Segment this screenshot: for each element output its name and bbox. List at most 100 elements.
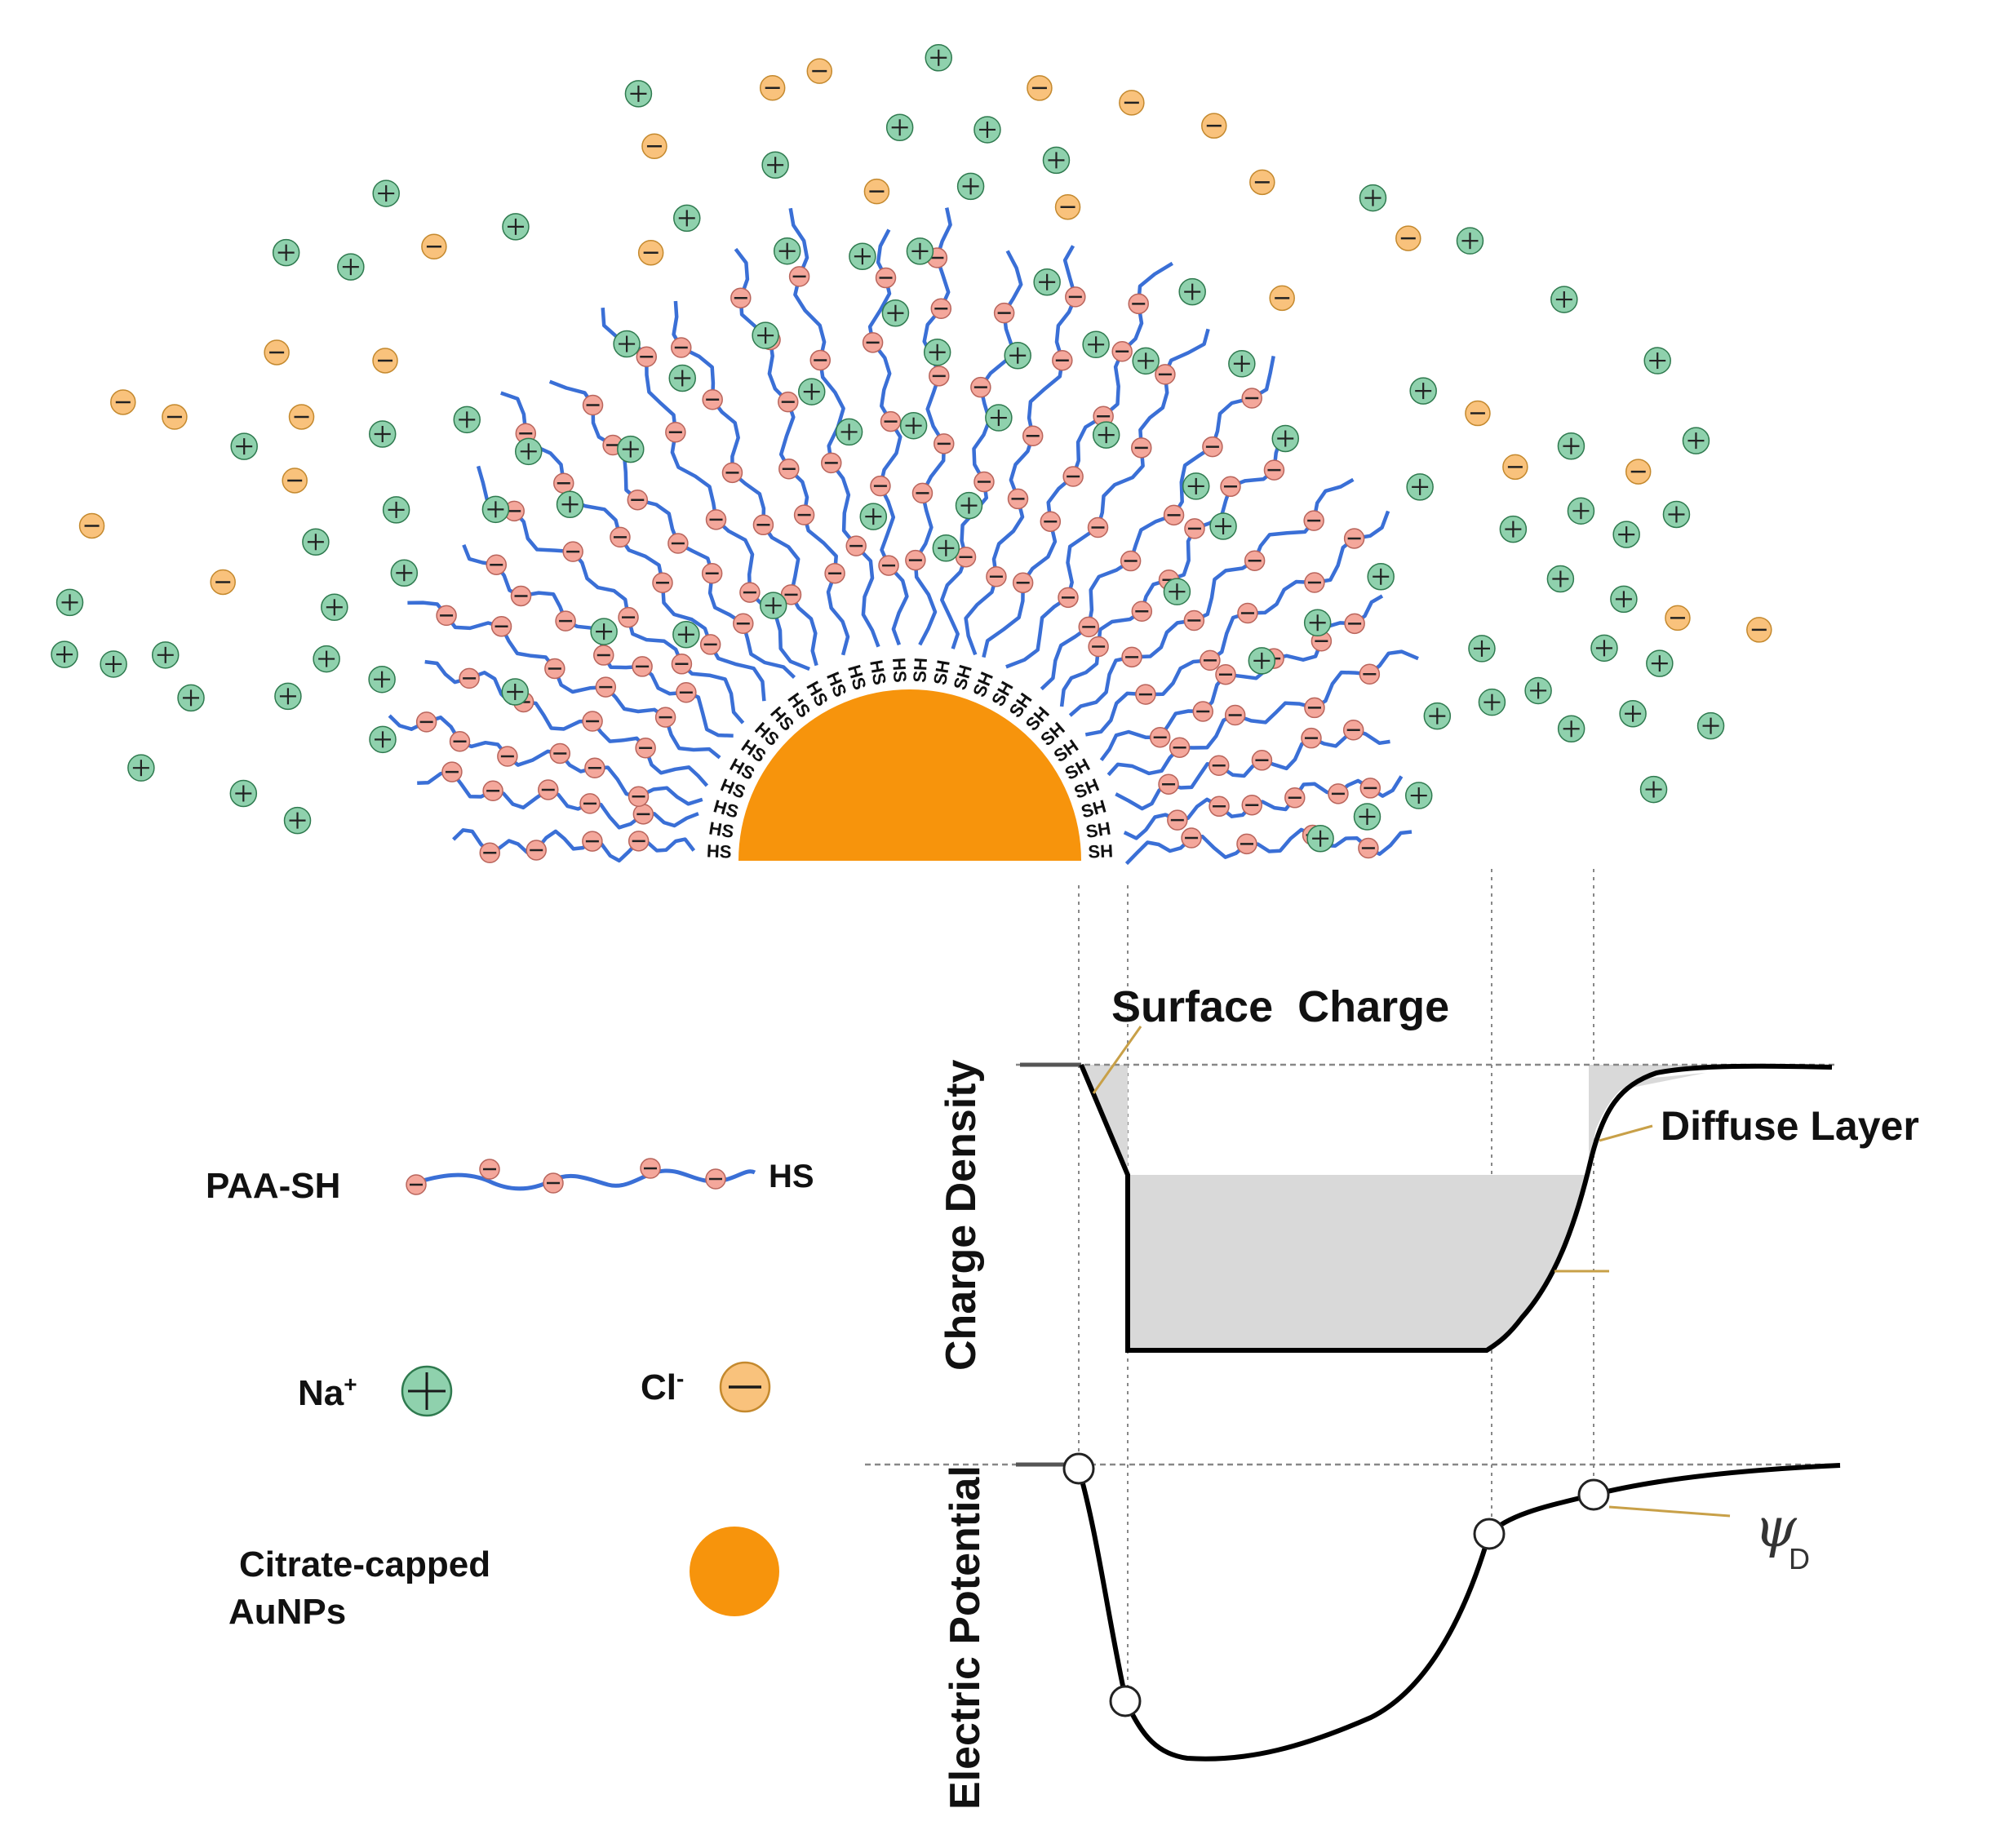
sodium-ion-icon	[1248, 647, 1276, 675]
carboxylate-icon	[1121, 646, 1142, 668]
carboxylate-icon	[1220, 476, 1241, 498]
legend-au-label-line1: Citrate-capped	[239, 1544, 490, 1584]
carboxylate-icon	[1342, 720, 1364, 741]
carboxylate-icon	[1088, 636, 1109, 658]
sodium-ion-icon	[368, 420, 397, 448]
sodium-ion-icon	[230, 432, 258, 460]
potential-marker	[1109, 1685, 1142, 1717]
sodium-ion-icon	[1639, 775, 1668, 804]
chloride-ion-icon	[78, 512, 105, 539]
paa-chain	[964, 245, 1078, 656]
chloride-ion-icon	[1746, 617, 1772, 643]
carboxylate-icon	[699, 634, 721, 655]
carboxylate-icon	[490, 616, 512, 637]
carboxylate-icon	[628, 786, 650, 808]
carboxylate-icon	[627, 489, 649, 511]
carboxylate-icon	[1224, 704, 1246, 726]
potential-marker	[1062, 1452, 1095, 1485]
chloride-ion-icon	[421, 233, 447, 260]
thiol-label: SH	[1088, 840, 1114, 862]
carboxylate-icon	[778, 459, 800, 480]
carboxylate-icon	[911, 482, 934, 504]
legend-na-label: Na+	[298, 1372, 357, 1413]
carboxylate-icon	[973, 471, 995, 493]
carboxylate-icon	[436, 605, 457, 627]
carboxylate-icon	[595, 676, 617, 698]
sodium-ion-icon	[151, 641, 180, 669]
sodium-ion-icon	[1042, 146, 1071, 175]
chloride-ion-icon	[1502, 454, 1528, 481]
carboxylate-icon	[809, 349, 831, 371]
chloride-ion-icon	[210, 569, 236, 596]
paa-chain	[548, 379, 796, 680]
carboxylate-icon	[1301, 727, 1322, 749]
sodium-ion-icon	[1468, 635, 1496, 663]
sodium-ion-icon	[1610, 585, 1638, 614]
carboxylate-icon	[1344, 613, 1365, 635]
thiol-label: HS	[866, 658, 890, 686]
diffuse-layer-shade-2	[1591, 1064, 1836, 1142]
carboxylate-icon	[510, 585, 532, 607]
carboxylate-icon	[878, 555, 899, 576]
paa-chain	[388, 714, 703, 806]
sodium-ion-icon	[1404, 782, 1433, 809]
carboxylate-icon	[1078, 616, 1100, 638]
chloride-ion-icon	[1665, 605, 1691, 632]
chloride-ion-icon	[1119, 90, 1145, 116]
carboxylate-icon	[1237, 602, 1258, 624]
carboxylate-icon	[618, 606, 639, 628]
legend-paa-chain	[414, 1168, 756, 1191]
carboxylate-icon	[449, 731, 471, 752]
sodium-ion-icon	[302, 528, 330, 556]
sodium-ion-icon	[761, 151, 789, 179]
sodium-ion-icon	[283, 806, 312, 835]
carboxylate-icon	[1158, 773, 1179, 795]
carboxylate-icon	[579, 793, 601, 814]
chloride-ion-icon	[110, 389, 136, 415]
charge-density-axis-label: Charge Density	[938, 1059, 985, 1371]
carboxylate-icon	[1163, 504, 1185, 526]
carboxylate-icon	[875, 267, 897, 289]
carboxylate-layer	[415, 247, 1381, 864]
sodium-ion-icon	[672, 620, 700, 649]
legend-cl-icon	[719, 1361, 771, 1413]
sodium-ion-icon	[1662, 500, 1691, 529]
sodium-ion-icon	[100, 650, 127, 678]
carboxylate-icon	[870, 475, 891, 497]
chloride-ion-icon	[863, 178, 890, 205]
carboxylate-icon	[1128, 293, 1149, 315]
carboxylate-icon	[1093, 405, 1114, 428]
sodium-ion-icon	[624, 80, 653, 108]
thiol-label: HS	[889, 657, 911, 683]
carboxylate-icon	[1184, 518, 1205, 539]
sodium-ion-icon	[55, 588, 84, 617]
carboxylate-icon	[667, 533, 689, 554]
chloride-ion-icon	[1054, 193, 1081, 220]
paa-chain	[417, 769, 699, 830]
sodium-ion-icon	[1178, 277, 1206, 306]
carboxylate-icon	[1200, 649, 1221, 671]
carboxylate-icon	[705, 509, 727, 530]
sodium-ion-icon	[502, 213, 530, 241]
carboxylate-icon	[793, 504, 815, 525]
sodium-ion-icon	[1456, 227, 1484, 255]
carboxylate-icon	[986, 566, 1007, 587]
carboxylate-icon	[1343, 528, 1365, 549]
sodium-ion-icon	[835, 418, 863, 446]
gold-nanoparticle	[738, 689, 1081, 861]
sodium-ion-icon	[1524, 676, 1552, 705]
carboxylate-icon	[562, 541, 583, 562]
carboxylate-icon	[671, 654, 693, 675]
thiol-label: SH	[909, 657, 931, 683]
paa-chain	[1040, 355, 1275, 691]
carboxylate-icon	[993, 302, 1015, 324]
sodium-ion-icon	[51, 640, 78, 668]
carboxylate-icon	[482, 780, 503, 802]
carboxylate-icon	[636, 346, 658, 368]
legend: PAA-SH HS Na+ Cl- Citrate-capped AuNPs	[206, 1158, 814, 1632]
carboxylate-icon	[1169, 737, 1191, 758]
sodium-ion-icon	[1619, 699, 1647, 728]
sodium-ion-icon	[1557, 715, 1585, 742]
sodium-ion-icon	[1182, 472, 1210, 500]
